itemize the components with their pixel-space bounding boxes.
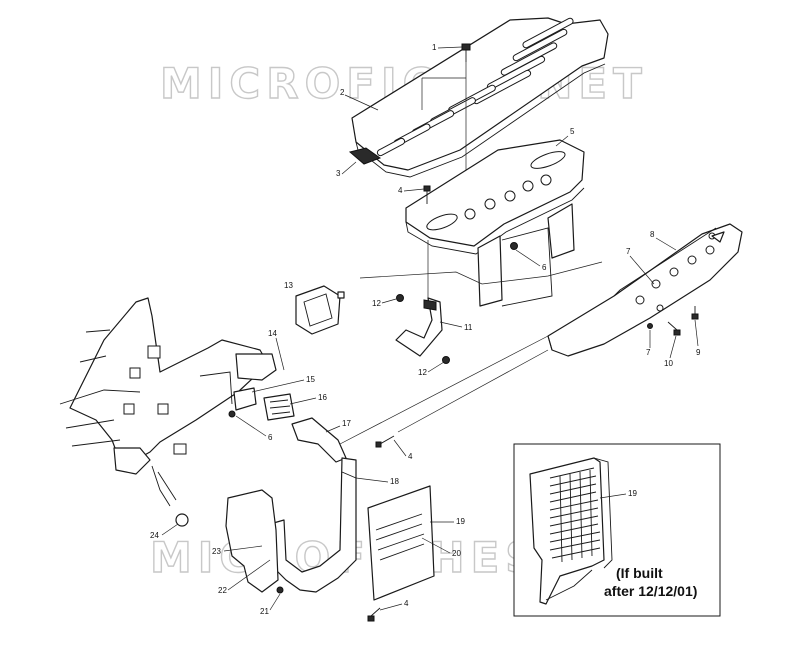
callout-4c: 4 [404,599,409,608]
callout-10: 10 [664,359,673,368]
inset-callout-19: 19 [628,489,637,498]
callout-2: 2 [340,88,345,97]
tail-light-bracket [395,294,450,364]
side-plate [225,489,279,593]
callout-9: 9 [696,348,701,357]
callout-18: 18 [390,477,399,486]
callouts: 1 2 3 4 5 6 7 8 12 13 11 12 7 10 9 14 15… [150,43,701,616]
callout-1: 1 [432,43,437,52]
footrest-support [269,457,357,593]
callout-16: 16 [318,393,327,402]
callout-22: 22 [218,586,227,595]
screw-4-lower [367,607,381,622]
callout-24: 24 [150,531,159,540]
inset-note-line1: (If built [616,565,663,581]
callout-7a: 7 [626,247,631,256]
nut-part-6-upper [510,242,518,250]
callout-6b: 6 [268,433,273,442]
callout-8: 8 [650,230,655,239]
callout-14: 14 [268,329,277,338]
frame [59,297,277,507]
callout-5: 5 [570,127,575,136]
screw-4-upper [423,185,431,204]
callout-4b: 4 [408,452,413,461]
tail-light [295,285,345,335]
callout-17: 17 [342,419,351,428]
callout-3: 3 [336,169,341,178]
callout-4a: 4 [398,186,403,195]
callout-12a: 12 [372,299,381,308]
screw-4-mid [375,435,395,448]
reflector [348,147,382,165]
callout-20: 20 [452,549,461,558]
callout-11: 11 [464,323,473,332]
callout-6a: 6 [542,263,547,272]
rear-rack [351,17,609,178]
mud-flap-bar [291,417,347,463]
hitch-pieces [228,387,295,421]
inset-grille-lines [549,467,601,563]
callout-15: 15 [306,375,315,384]
inset-mud-flap-grille [529,457,613,605]
callout-19a: 19 [456,517,465,526]
callout-7b: 7 [646,348,651,357]
mud-flap [367,485,435,601]
callout-21: 21 [260,607,269,616]
callout-13: 13 [284,281,293,290]
rack-support-bracket [405,139,585,307]
callout-23: 23 [212,547,221,556]
rear-bumper [547,223,743,357]
part-21 [276,586,284,594]
callout-12b: 12 [418,368,427,377]
rear-rack-slots [376,17,574,157]
bumper-bolts [647,306,699,336]
part-24 [175,513,189,527]
inset-note-line2: after 12/12/01) [604,583,697,599]
inset-panel: 19 (If built after 12/12/01) [513,443,721,617]
